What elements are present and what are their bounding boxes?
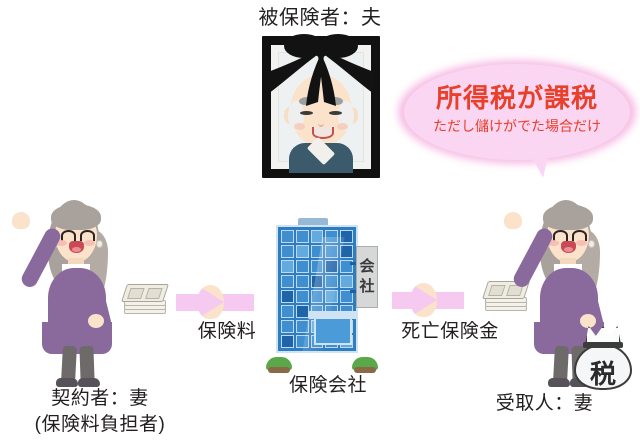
building-roof-cap <box>298 218 328 225</box>
leg-left <box>553 345 569 383</box>
cheek-left <box>56 240 67 246</box>
cheek-left <box>548 240 559 246</box>
leg-left <box>61 345 77 383</box>
bush-left <box>266 357 292 373</box>
bubble-text: 所得税が課税 ただし儲けがでた場合だけ <box>398 84 636 136</box>
wife-beneficiary-figure <box>500 196 625 388</box>
wife-contractor-figure <box>8 196 133 388</box>
bush-right <box>352 357 378 373</box>
callout-main-text: 所得税が課税 <box>435 83 598 113</box>
tax-bag-icon: 税 <box>572 326 634 392</box>
beneficiary-label: 受取人：妻 <box>495 393 594 414</box>
contractor-label: 契約者：妻 (保険料負担者) <box>0 387 200 437</box>
eye-left <box>553 230 568 241</box>
hip-hand <box>580 314 596 328</box>
company-sign-char-top: 会 <box>359 257 375 275</box>
raised-hand <box>504 212 522 229</box>
premium-arrow-label: 保険料 <box>197 321 257 342</box>
tax-bag-character: 税 <box>589 359 616 389</box>
death-benefit-arrow <box>392 283 490 317</box>
building-canopy <box>308 311 358 319</box>
tax-callout-bubble: 所得税が課税 ただし儲けがでた場合だけ <box>398 58 636 180</box>
callout-sub-text: ただし儲けがでた場合だけ <box>433 117 601 134</box>
bangs <box>543 204 593 230</box>
office-building-icon: 会 社 <box>262 218 382 373</box>
bubble-tail <box>524 143 554 179</box>
earring-right <box>96 240 103 248</box>
shoe-right <box>78 378 100 387</box>
insured-title: 被保険者：夫 <box>258 7 382 29</box>
company-sign: 会 社 <box>356 246 378 308</box>
head <box>288 75 354 145</box>
tax-bag-tie <box>583 342 623 348</box>
memorial-portrait-icon <box>262 34 380 178</box>
premium-arrow <box>176 285 280 319</box>
shoe-left <box>56 378 78 387</box>
sign-arm-lower <box>350 290 358 293</box>
shoe-left <box>548 378 570 387</box>
contractor-label-sub: (保険料負担者) <box>34 413 166 435</box>
building-windows <box>281 230 353 348</box>
tax-bag-body <box>574 344 632 390</box>
building-entrance <box>314 317 352 345</box>
sign-arm-upper <box>350 262 358 265</box>
money-bundle-icon <box>482 279 530 313</box>
bangs <box>51 204 101 230</box>
leg-right <box>79 345 95 383</box>
building-body <box>276 225 358 357</box>
eye-left <box>61 230 76 241</box>
portrait-frame-inner <box>271 45 371 173</box>
insurance-company-label: 保険会社 <box>288 375 367 396</box>
hip-hand <box>88 314 104 328</box>
contractor-label-main: 契約者：妻 <box>51 388 149 409</box>
cheek-right <box>576 240 587 246</box>
elderly-man-face-icon <box>279 67 363 175</box>
cheek-right <box>84 240 95 246</box>
mouth <box>69 241 84 253</box>
earring-right <box>588 240 595 248</box>
eye-right <box>80 230 95 241</box>
death-benefit-arrow-label: 死亡保険金 <box>401 321 499 342</box>
money-bundle-icon <box>121 282 169 316</box>
eye-right <box>572 230 587 241</box>
bubble-body <box>404 64 630 160</box>
raised-hand <box>12 212 30 229</box>
portrait-photo <box>278 52 364 173</box>
mouth <box>561 241 576 253</box>
company-sign-char-bottom: 社 <box>359 278 375 295</box>
